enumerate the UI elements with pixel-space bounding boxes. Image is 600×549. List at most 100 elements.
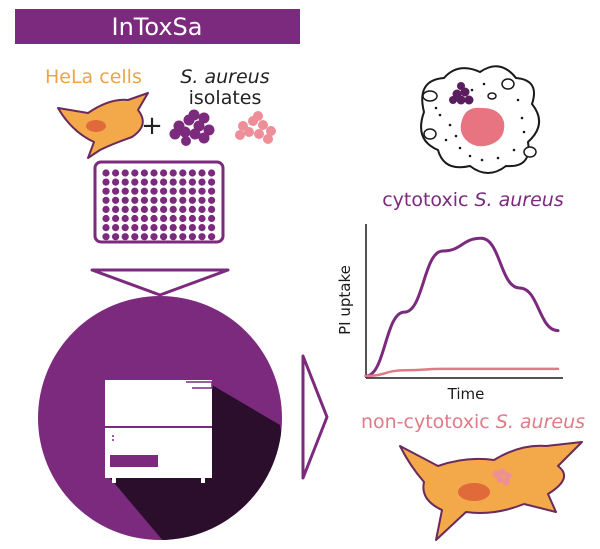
plate-well <box>188 178 196 186</box>
plate-well <box>150 214 158 223</box>
plate-well <box>131 169 139 177</box>
plate-well <box>131 178 139 186</box>
plate-well <box>188 224 196 232</box>
plate-well <box>112 196 120 204</box>
plate-well <box>140 169 148 177</box>
plate-well <box>140 205 148 213</box>
plate-well <box>102 233 110 241</box>
plate-well <box>198 187 206 195</box>
plate-well <box>169 178 177 186</box>
plate-well <box>112 187 120 195</box>
plate-well <box>160 187 168 195</box>
plate-well <box>208 214 216 223</box>
purple-bacteria-cluster-icon <box>169 109 215 146</box>
plate-well <box>208 187 216 195</box>
plate-well <box>198 224 206 232</box>
plate-well <box>112 205 120 213</box>
plate-well <box>208 169 216 177</box>
plate-well <box>121 187 129 195</box>
plate-well <box>150 178 158 186</box>
plate-well <box>131 233 139 241</box>
plate-well <box>208 205 216 213</box>
isolates-label: isolates <box>189 87 262 109</box>
plate-well <box>150 233 158 241</box>
plate-well <box>121 178 129 186</box>
plate-well <box>179 187 187 195</box>
plate-well <box>198 233 206 241</box>
plate-well <box>140 178 148 186</box>
plate-well <box>160 196 168 204</box>
noncytotoxic-label: non-cytotoxic S. aureus <box>361 411 585 433</box>
cytotoxic-label: cytotoxic S. aureus <box>382 189 564 211</box>
plate-well <box>121 233 129 241</box>
plate-well <box>188 196 196 204</box>
plate-well <box>179 214 187 223</box>
plate-well <box>160 205 168 213</box>
plate-well <box>112 224 120 232</box>
plate-well <box>169 214 177 223</box>
pi-uptake-chart: Time PI uptake <box>336 224 563 403</box>
plate-well <box>112 178 120 186</box>
plate-well <box>131 187 139 195</box>
plate-well <box>188 205 196 213</box>
plate-well <box>121 214 129 223</box>
plate-well <box>150 169 158 177</box>
plate-well <box>112 233 120 241</box>
saureus-label: S. aureus <box>180 66 269 88</box>
plate-well <box>179 169 187 177</box>
plate-well <box>208 233 216 241</box>
hela-cell-icon <box>57 92 149 159</box>
x-axis-label: Time <box>447 385 485 403</box>
plate-well <box>208 196 216 204</box>
plate-well <box>169 187 177 195</box>
plate-well <box>121 196 129 204</box>
plate-well <box>179 224 187 232</box>
plate-well <box>179 233 187 241</box>
plate-well <box>160 233 168 241</box>
plate-well <box>102 205 110 213</box>
plate-well <box>188 169 196 177</box>
plate-well <box>150 205 158 213</box>
plate-well <box>112 169 120 177</box>
plate-well <box>160 178 168 186</box>
pink-bacteria-cluster-icon <box>235 111 276 144</box>
plate-well <box>208 178 216 186</box>
plate-well <box>160 169 168 177</box>
plate-well <box>102 214 110 223</box>
plate-well <box>169 205 177 213</box>
plate-well <box>169 196 177 204</box>
noncytotoxic-cell-icon <box>399 441 583 541</box>
plate-well <box>131 214 139 223</box>
cytotoxic-series-line <box>364 236 560 378</box>
plate-well <box>198 205 206 213</box>
y-axis-label: PI uptake <box>336 265 354 335</box>
plate-well <box>208 224 216 232</box>
noncytotoxic-series-line <box>364 367 560 378</box>
cytotoxic-cell-icon <box>420 65 540 174</box>
plate-well <box>131 196 139 204</box>
plate-well <box>140 196 148 204</box>
plate-well <box>150 187 158 195</box>
hela-cells-label: HeLa cells <box>45 66 142 88</box>
plate-well <box>102 178 110 186</box>
plate-well <box>179 205 187 213</box>
plate-well <box>121 205 129 213</box>
plate-well <box>131 224 139 232</box>
plate-well <box>198 196 206 204</box>
plate-well <box>140 187 148 195</box>
plate-well <box>150 196 158 204</box>
plate-well <box>102 187 110 195</box>
plate-well <box>160 214 168 223</box>
plate-well <box>102 224 110 232</box>
plate-well <box>131 205 139 213</box>
plate-well <box>102 196 110 204</box>
down-arrow-icon <box>90 268 230 297</box>
plate-well <box>198 169 206 177</box>
plate-reader-circle <box>38 296 282 540</box>
plate-well <box>188 233 196 241</box>
plate-well <box>140 233 148 241</box>
plate-well <box>102 169 110 177</box>
plate-well <box>188 187 196 195</box>
plate-well <box>121 224 129 232</box>
